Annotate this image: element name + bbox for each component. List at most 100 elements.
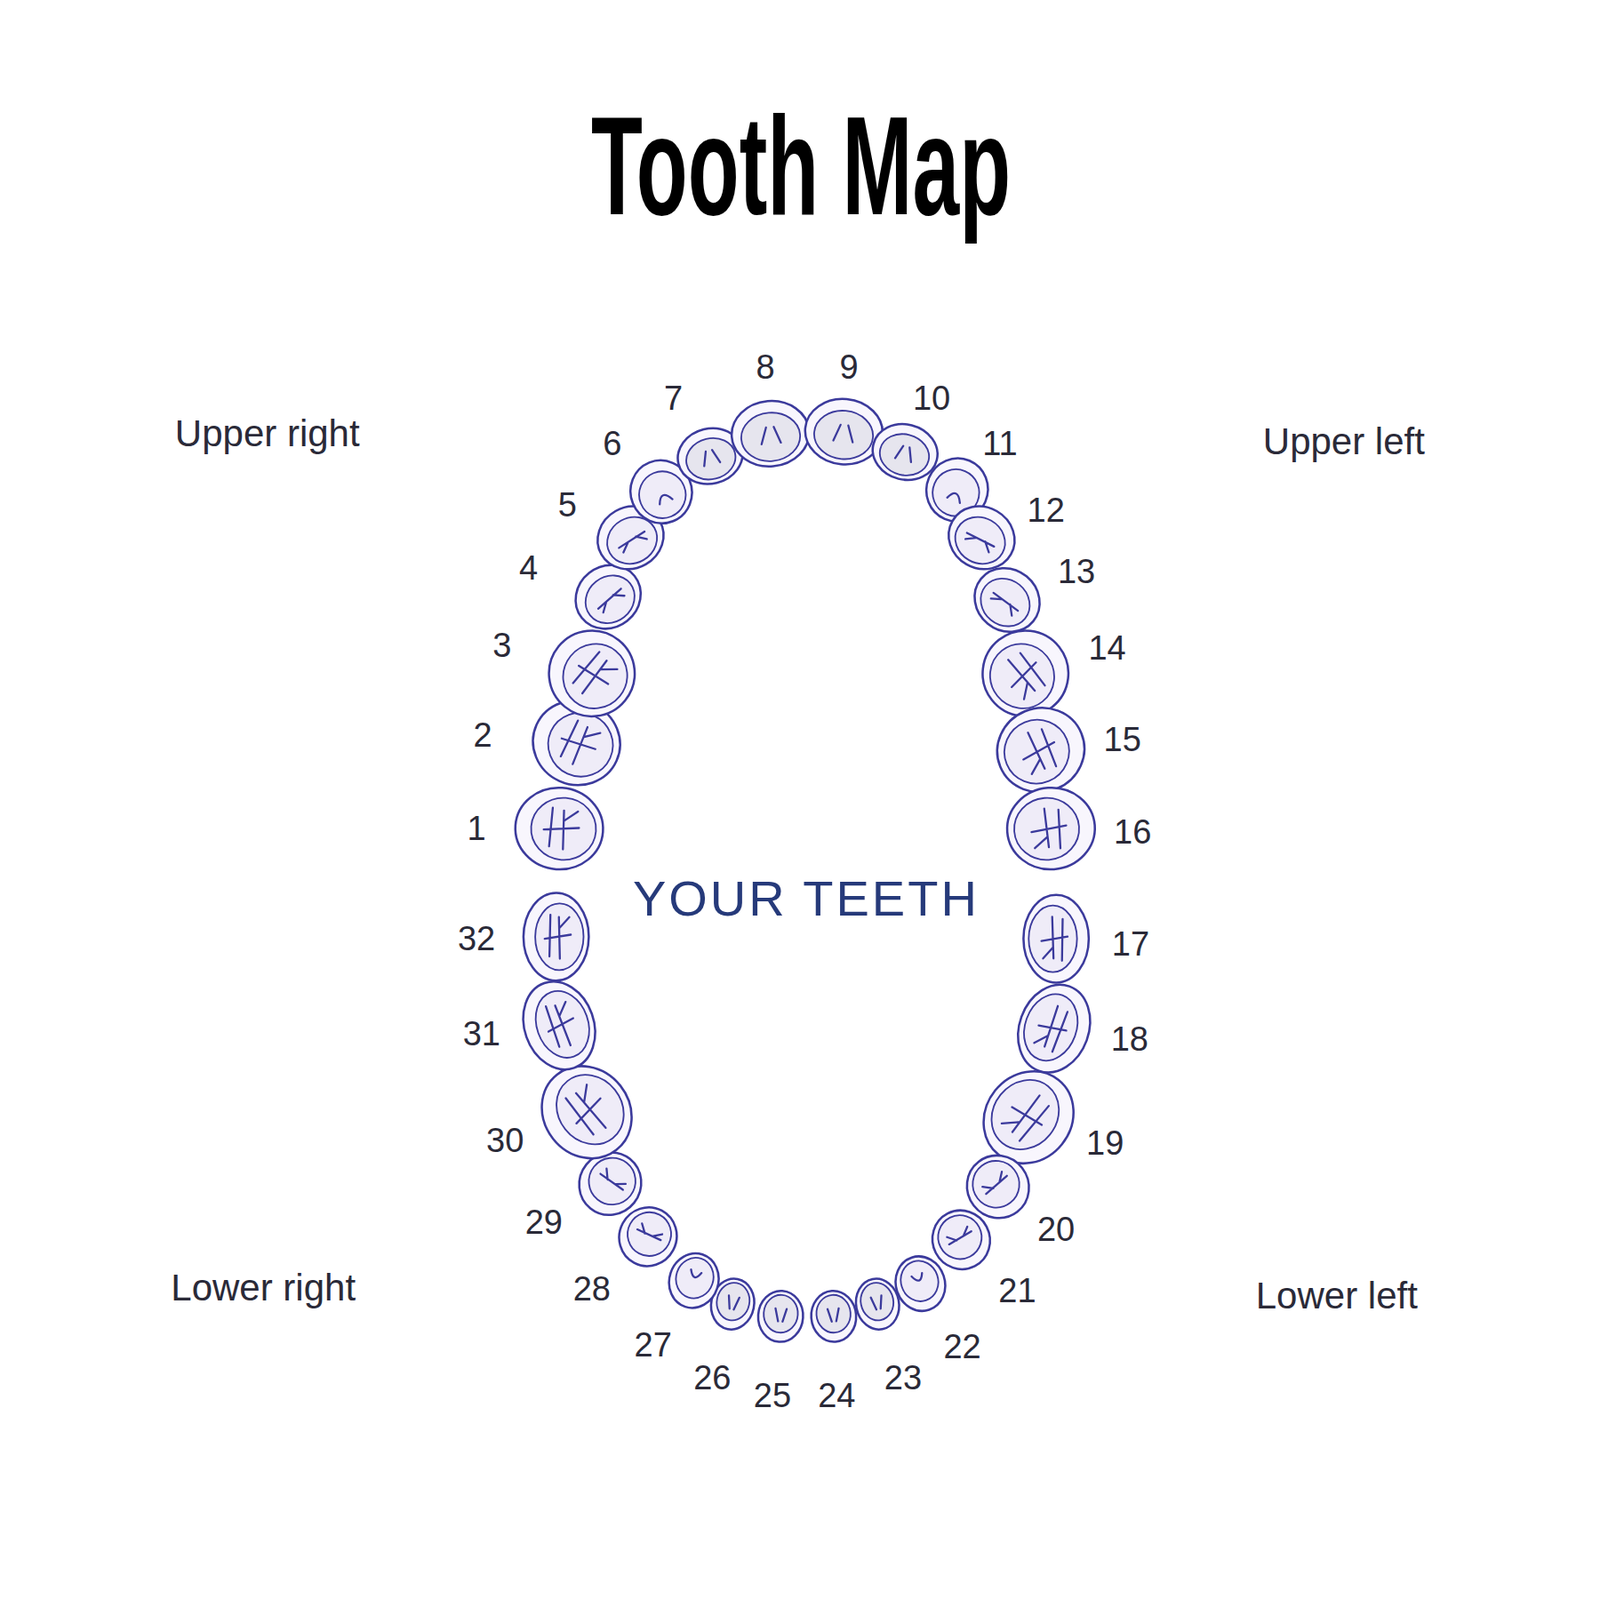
tooth-outline bbox=[662, 1247, 727, 1315]
tooth-fissure bbox=[688, 1269, 702, 1279]
tooth-crown bbox=[1006, 974, 1103, 1083]
tooth-surface bbox=[994, 710, 1080, 794]
tooth-fissure bbox=[600, 1168, 627, 1192]
tooth-surface bbox=[857, 1280, 897, 1324]
tooth-fissure bbox=[947, 490, 963, 503]
tooth-fissure bbox=[963, 531, 994, 553]
callout-number: 8 bbox=[755, 348, 775, 387]
tooth-fissure bbox=[871, 1295, 885, 1310]
tooth-surface bbox=[1011, 795, 1081, 863]
tooth-surface bbox=[963, 1151, 1030, 1217]
callout-number: 11 bbox=[982, 424, 1017, 464]
tooth-surface bbox=[970, 568, 1040, 637]
callout-number: 29 bbox=[525, 1203, 563, 1242]
tooth-fissure bbox=[637, 1223, 664, 1242]
callout-number: 19 bbox=[1086, 1123, 1124, 1162]
tooth-fissure bbox=[1041, 916, 1068, 960]
callout-number: 25 bbox=[753, 1376, 792, 1416]
tooth-crown bbox=[851, 1274, 904, 1334]
tooth-surface bbox=[550, 631, 641, 722]
tooth-surface bbox=[1015, 986, 1087, 1069]
tooth-outline bbox=[1023, 895, 1088, 984]
tooth-crown bbox=[1023, 895, 1088, 984]
callout-number: 28 bbox=[573, 1269, 611, 1308]
tooth-crown bbox=[756, 1289, 805, 1344]
callout-number: 21 bbox=[998, 1272, 1036, 1311]
callout-number: 26 bbox=[693, 1358, 731, 1397]
tooth-surface bbox=[535, 903, 584, 970]
callout-number: 9 bbox=[840, 348, 859, 387]
tooth-fissure bbox=[540, 999, 582, 1051]
tooth-outline bbox=[523, 1048, 651, 1176]
tooth-crown bbox=[728, 398, 812, 471]
tooth-surface bbox=[762, 1294, 800, 1335]
callout-number: 32 bbox=[457, 920, 496, 959]
callout-number: 5 bbox=[558, 486, 577, 525]
tooth-surface bbox=[576, 565, 645, 633]
callout-number: 10 bbox=[912, 378, 951, 417]
tooth-outline bbox=[961, 554, 1053, 645]
callout-number: 31 bbox=[463, 1014, 501, 1053]
tooth-fissure bbox=[827, 1308, 840, 1322]
tooth-outline bbox=[851, 1274, 904, 1334]
tooth-fissure bbox=[597, 588, 626, 614]
tooth-surface bbox=[713, 1280, 753, 1324]
tooth-fissure bbox=[544, 914, 572, 960]
tooth-surface bbox=[875, 429, 934, 481]
callout-number: 18 bbox=[1111, 1019, 1149, 1058]
callout-number: 1 bbox=[467, 809, 487, 848]
callout-number: 6 bbox=[602, 424, 622, 464]
tooth-fissure bbox=[567, 647, 621, 703]
tooth-fissure bbox=[542, 807, 581, 851]
callout-number: 16 bbox=[1113, 812, 1152, 851]
tooth-fissure bbox=[701, 448, 721, 466]
callout-number: 24 bbox=[817, 1376, 856, 1416]
tooth-surface bbox=[619, 1204, 679, 1264]
tooth-crown bbox=[512, 784, 606, 873]
title: Tooth Map bbox=[591, 84, 1011, 246]
tooth-surface bbox=[681, 432, 740, 485]
tooth-outline bbox=[1004, 784, 1098, 873]
tooth-fissure bbox=[912, 1272, 925, 1283]
tooth-fissure bbox=[1014, 724, 1063, 777]
tooth-outline bbox=[512, 971, 608, 1080]
quadrant-label: Lower right bbox=[170, 1266, 356, 1310]
tooth-surface bbox=[930, 1208, 990, 1267]
tooth-crown bbox=[531, 613, 653, 735]
tooth-surface bbox=[812, 408, 876, 462]
callout-number: 30 bbox=[486, 1121, 524, 1160]
tooth-fissure bbox=[617, 531, 648, 553]
tooth-crown bbox=[809, 1288, 859, 1344]
callout-number: 12 bbox=[1027, 490, 1065, 529]
callout-number: 13 bbox=[1057, 552, 1096, 591]
tooth-fissure bbox=[997, 647, 1051, 703]
teeth-group bbox=[512, 395, 1103, 1344]
callout-number: 15 bbox=[1104, 720, 1142, 760]
callout-number: 4 bbox=[519, 549, 538, 588]
tooth-surface bbox=[895, 1256, 944, 1307]
callout-number: 27 bbox=[634, 1326, 672, 1365]
tooth-crown bbox=[961, 554, 1053, 645]
tooth-fissure bbox=[895, 444, 915, 462]
tooth-fissure bbox=[726, 1295, 740, 1310]
tooth-surface bbox=[542, 1061, 638, 1159]
tooth-fissure bbox=[656, 492, 672, 504]
quadrant-label: Upper right bbox=[175, 412, 360, 456]
tooth-surface bbox=[671, 1252, 720, 1304]
tooth-surface bbox=[1028, 905, 1077, 973]
tooth-crown bbox=[523, 1048, 651, 1176]
tooth-outline bbox=[531, 613, 653, 735]
callout-number: 17 bbox=[1112, 924, 1150, 963]
tooth-outline bbox=[523, 892, 590, 981]
callout-number: 20 bbox=[1037, 1210, 1075, 1249]
callout-number: 23 bbox=[884, 1358, 922, 1397]
tooth-surface bbox=[739, 410, 803, 464]
tooth-surface bbox=[815, 1293, 852, 1334]
tooth-surface bbox=[528, 795, 599, 863]
tooth-outline bbox=[809, 1288, 859, 1344]
callout-number: 3 bbox=[492, 625, 512, 664]
tooth-crown bbox=[523, 892, 590, 981]
tooth-fissure bbox=[998, 1086, 1056, 1145]
tooth-fissure bbox=[981, 1170, 1008, 1194]
tooth-fissure bbox=[775, 1308, 788, 1322]
